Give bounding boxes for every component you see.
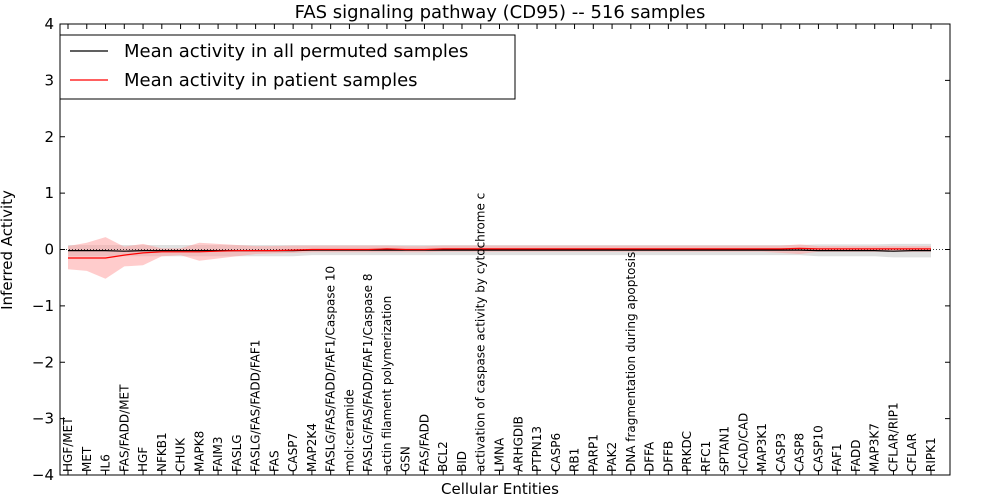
plot-frame [59, 23, 951, 476]
legend-label-2: Mean activity in patient samples [124, 70, 418, 91]
category-label: PRKDC [680, 431, 694, 472]
category-label: FADD [849, 440, 863, 473]
x-axis-label: Cellular Entities [441, 480, 559, 498]
category-label: BCL2 [436, 441, 450, 472]
category-label: FAS/FADD/MET [117, 384, 131, 472]
category-label: FAIM3 [211, 436, 225, 472]
confidence-bands [68, 237, 931, 279]
y-axis-label: Inferred Activity [0, 190, 16, 310]
category-label: LMNA [493, 437, 507, 472]
category-label: activation of caspase activity by cytoch… [474, 193, 488, 472]
y-tick-label: −3 [32, 410, 54, 428]
category-label: PARP1 [586, 434, 600, 472]
category-label: CFLAR/RIP1 [887, 402, 901, 472]
category-label: PTPN13 [530, 426, 544, 472]
legend-box [59, 34, 516, 100]
category-label: actin filament polymerization [380, 296, 394, 472]
category-label: CASP10 [811, 425, 825, 472]
x-axis-ticks [67, 24, 932, 475]
category-label: FASLG/FAS/FADD/FAF1/Caspase 10 [324, 266, 338, 472]
category-label: FASLG/FAS/FADD/FAF1 [249, 340, 263, 472]
category-label: DNA fragmentation during apoptosis [624, 252, 638, 472]
legend: Mean activity in all permuted samplesMea… [59, 34, 516, 100]
category-label: CFLAR [905, 433, 919, 472]
category-label: SPTAN1 [718, 426, 732, 472]
category-label: CASP3 [774, 433, 788, 472]
y-tick-label: −2 [32, 353, 54, 371]
category-label: MAP2K4 [305, 423, 319, 472]
y-tick-label: −1 [32, 297, 54, 315]
category-label: FAF1 [830, 443, 844, 472]
category-labels: HGF/MET MET IL6 FAS/FADD/MET HGF NFKB1 CHUK MAP… [61, 193, 938, 472]
y-tick-label: 4 [44, 15, 54, 33]
category-label: FASLG/FAS/FADD/FAF1/Caspase 8 [361, 274, 375, 473]
category-label: MAP3K1 [755, 423, 769, 472]
y-tick-label: 3 [44, 71, 54, 89]
category-label: PAK2 [605, 442, 619, 472]
category-label: IL6 [99, 454, 113, 472]
category-label: DFFB [661, 441, 675, 472]
category-label: ARHGDIB [511, 416, 525, 472]
category-label: BID [455, 451, 469, 472]
y-tick-label: 1 [44, 184, 54, 202]
category-label: ICAD/CAD [736, 413, 750, 472]
category-label: CASP6 [549, 433, 563, 472]
category-label: CASP7 [286, 433, 300, 472]
y-axis-ticks: −4 −3 −2 −1 0 1 2 3 4 [32, 15, 950, 484]
category-label: MAP3K7 [868, 423, 882, 472]
line-series-2 [68, 247, 931, 259]
category-label: NFKB1 [155, 432, 169, 472]
legend-label-1: Mean activity in all permuted samples [124, 41, 468, 62]
category-label: MET [80, 446, 94, 472]
category-label: FAS [267, 450, 281, 472]
line-series-1 [68, 249, 931, 252]
category-label: FAS/FADD [418, 414, 432, 472]
category-label: MAPK8 [192, 431, 206, 472]
category-label: HGF [136, 447, 150, 472]
category-label: RFC1 [699, 441, 713, 472]
category-label: mol:ceramide [342, 389, 356, 472]
y-tick-label: 2 [44, 128, 54, 146]
category-label: HGF/MET [61, 417, 75, 472]
category-label: RIPK1 [924, 437, 938, 472]
category-label: CHUK [174, 437, 188, 472]
series-lines [68, 247, 931, 259]
y-tick-label: 0 [44, 241, 54, 259]
category-label: GSN [399, 446, 413, 472]
category-label: CASP8 [793, 433, 807, 472]
chart-title: FAS signaling pathway (CD95) -- 516 samp… [295, 2, 706, 23]
y-tick-label: −4 [32, 466, 54, 484]
category-label: FASLG [230, 434, 244, 472]
category-label: DFFA [643, 441, 657, 472]
band-series-2 [68, 237, 931, 279]
category-label: RB1 [568, 448, 582, 472]
